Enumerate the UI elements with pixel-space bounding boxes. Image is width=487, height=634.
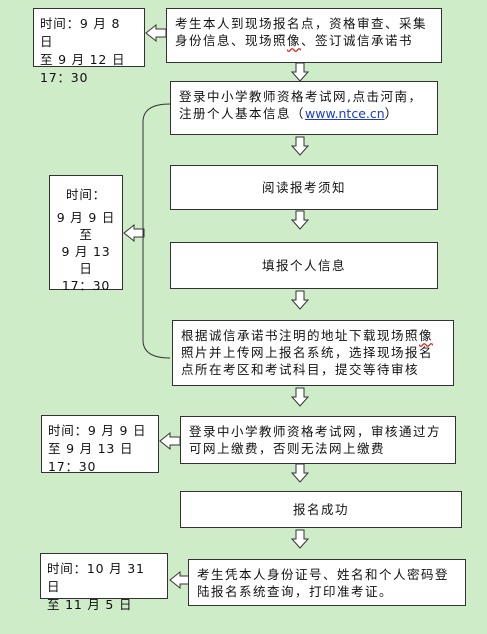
step-login-text-b: ） bbox=[384, 106, 399, 121]
brace-bracket bbox=[142, 103, 171, 359]
step-read-instructions: 阅读报考须知 bbox=[170, 165, 438, 210]
arrow-s3-s4 bbox=[291, 210, 309, 230]
time-online-line5: 17：30 bbox=[61, 278, 111, 293]
step-upload-text-c: 照片并上传网上报名系统，选择现场报名点所在考区和考试科目，提交等待审核 bbox=[181, 345, 434, 377]
time-box-payment: 时间：9 月 9 日 至 9 月 13 日 17：30 bbox=[41, 415, 159, 474]
step-onsite-text-a: 考生本人到现场报名点，资格审查、采集身份信息、现场照 bbox=[175, 16, 428, 48]
time-box-online: 时间： 9 月 9 日 至 9 月 13 日 17：30 bbox=[49, 175, 123, 293]
ntce-link[interactable]: www.ntce.cn bbox=[305, 106, 385, 121]
arrow-s6-s7 bbox=[291, 463, 309, 483]
step-upload-photo: 根据诚信承诺书注明的地址下载现场照像照片并上传网上报名系统，选择现场报名点所在考… bbox=[172, 320, 454, 386]
step-upload-text-a: 根据诚信承诺书注明的地址下载现场照 bbox=[181, 328, 420, 343]
step-login-text-a: 登录中小学教师资格考试网,点击河南，注册个人基本信息（ bbox=[179, 89, 423, 121]
arrow-s8-time bbox=[169, 571, 191, 589]
step-fill-text: 填报个人信息 bbox=[261, 258, 346, 273]
step-fill-info: 填报个人信息 bbox=[170, 242, 438, 289]
step-registration-success: 报名成功 bbox=[180, 491, 462, 528]
arrow-s6-time bbox=[159, 432, 181, 450]
step-onsite-registration: 考生本人到现场报名点，资格审查、采集身份信息、现场照像、签订诚信承诺书 bbox=[166, 8, 442, 63]
time-online-line4: 9 月 13 日 bbox=[61, 244, 111, 276]
arrow-s1-time bbox=[145, 24, 167, 42]
time-online-line2: 9 月 9 日 bbox=[56, 210, 116, 225]
time-payment-line1: 时间：9 月 9 日 bbox=[48, 423, 147, 438]
step-print-text: 考生凭本人身份证号、姓名和个人密码登陆报名系统查询，打印准考证。 bbox=[197, 567, 450, 599]
time-online-line3: 至 bbox=[79, 227, 93, 242]
time-box-onsite: 时间：9 月 8 日 至 9 月 12 日 17：30 bbox=[33, 8, 145, 85]
step-onsite-text-b: 像 bbox=[287, 33, 302, 48]
arrow-s2-s3 bbox=[291, 136, 309, 156]
time-print-line1: 时间：10 月 31 日 bbox=[47, 561, 145, 594]
step-read-text: 阅读报考须知 bbox=[261, 180, 346, 195]
time-print-line2: 至 11 月 5 日 bbox=[47, 597, 133, 612]
time-onsite-line3: 17：30 bbox=[40, 70, 89, 85]
arrow-s4-s5 bbox=[291, 290, 309, 310]
time-payment-line3: 17：30 bbox=[48, 459, 97, 474]
step-onsite-text-c: 、签订诚信承诺书 bbox=[301, 33, 414, 48]
time-onsite-line2: 至 9 月 12 日 bbox=[40, 52, 126, 67]
arrow-s5-s6 bbox=[291, 387, 309, 407]
arrow-s7-s8 bbox=[291, 529, 309, 549]
step-upload-text-b: 像 bbox=[419, 328, 434, 343]
step-online-payment: 登录中小学教师资格考试网，审核通过方可网上缴费，否则无法网上缴费 bbox=[180, 416, 456, 464]
time-payment-line2: 至 9 月 13 日 bbox=[48, 441, 134, 456]
arrow-s1-s2 bbox=[291, 62, 309, 82]
step-print-admission: 考生凭本人身份证号、姓名和个人密码登陆报名系统查询，打印准考证。 bbox=[188, 559, 466, 606]
time-online-line1: 时间： bbox=[66, 187, 106, 202]
step-login-register: 登录中小学教师资格考试网,点击河南，注册个人基本信息（www.ntce.cn） bbox=[170, 81, 438, 135]
step-success-text: 报名成功 bbox=[292, 502, 349, 517]
arrow-brace-time bbox=[123, 224, 145, 242]
time-onsite-line1: 时间：9 月 8 日 bbox=[40, 16, 121, 49]
time-box-print: 时间：10 月 31 日 至 11 月 5 日 bbox=[40, 553, 168, 612]
step-payment-text: 登录中小学教师资格考试网，审核通过方可网上缴费，否则无法网上缴费 bbox=[189, 424, 442, 456]
